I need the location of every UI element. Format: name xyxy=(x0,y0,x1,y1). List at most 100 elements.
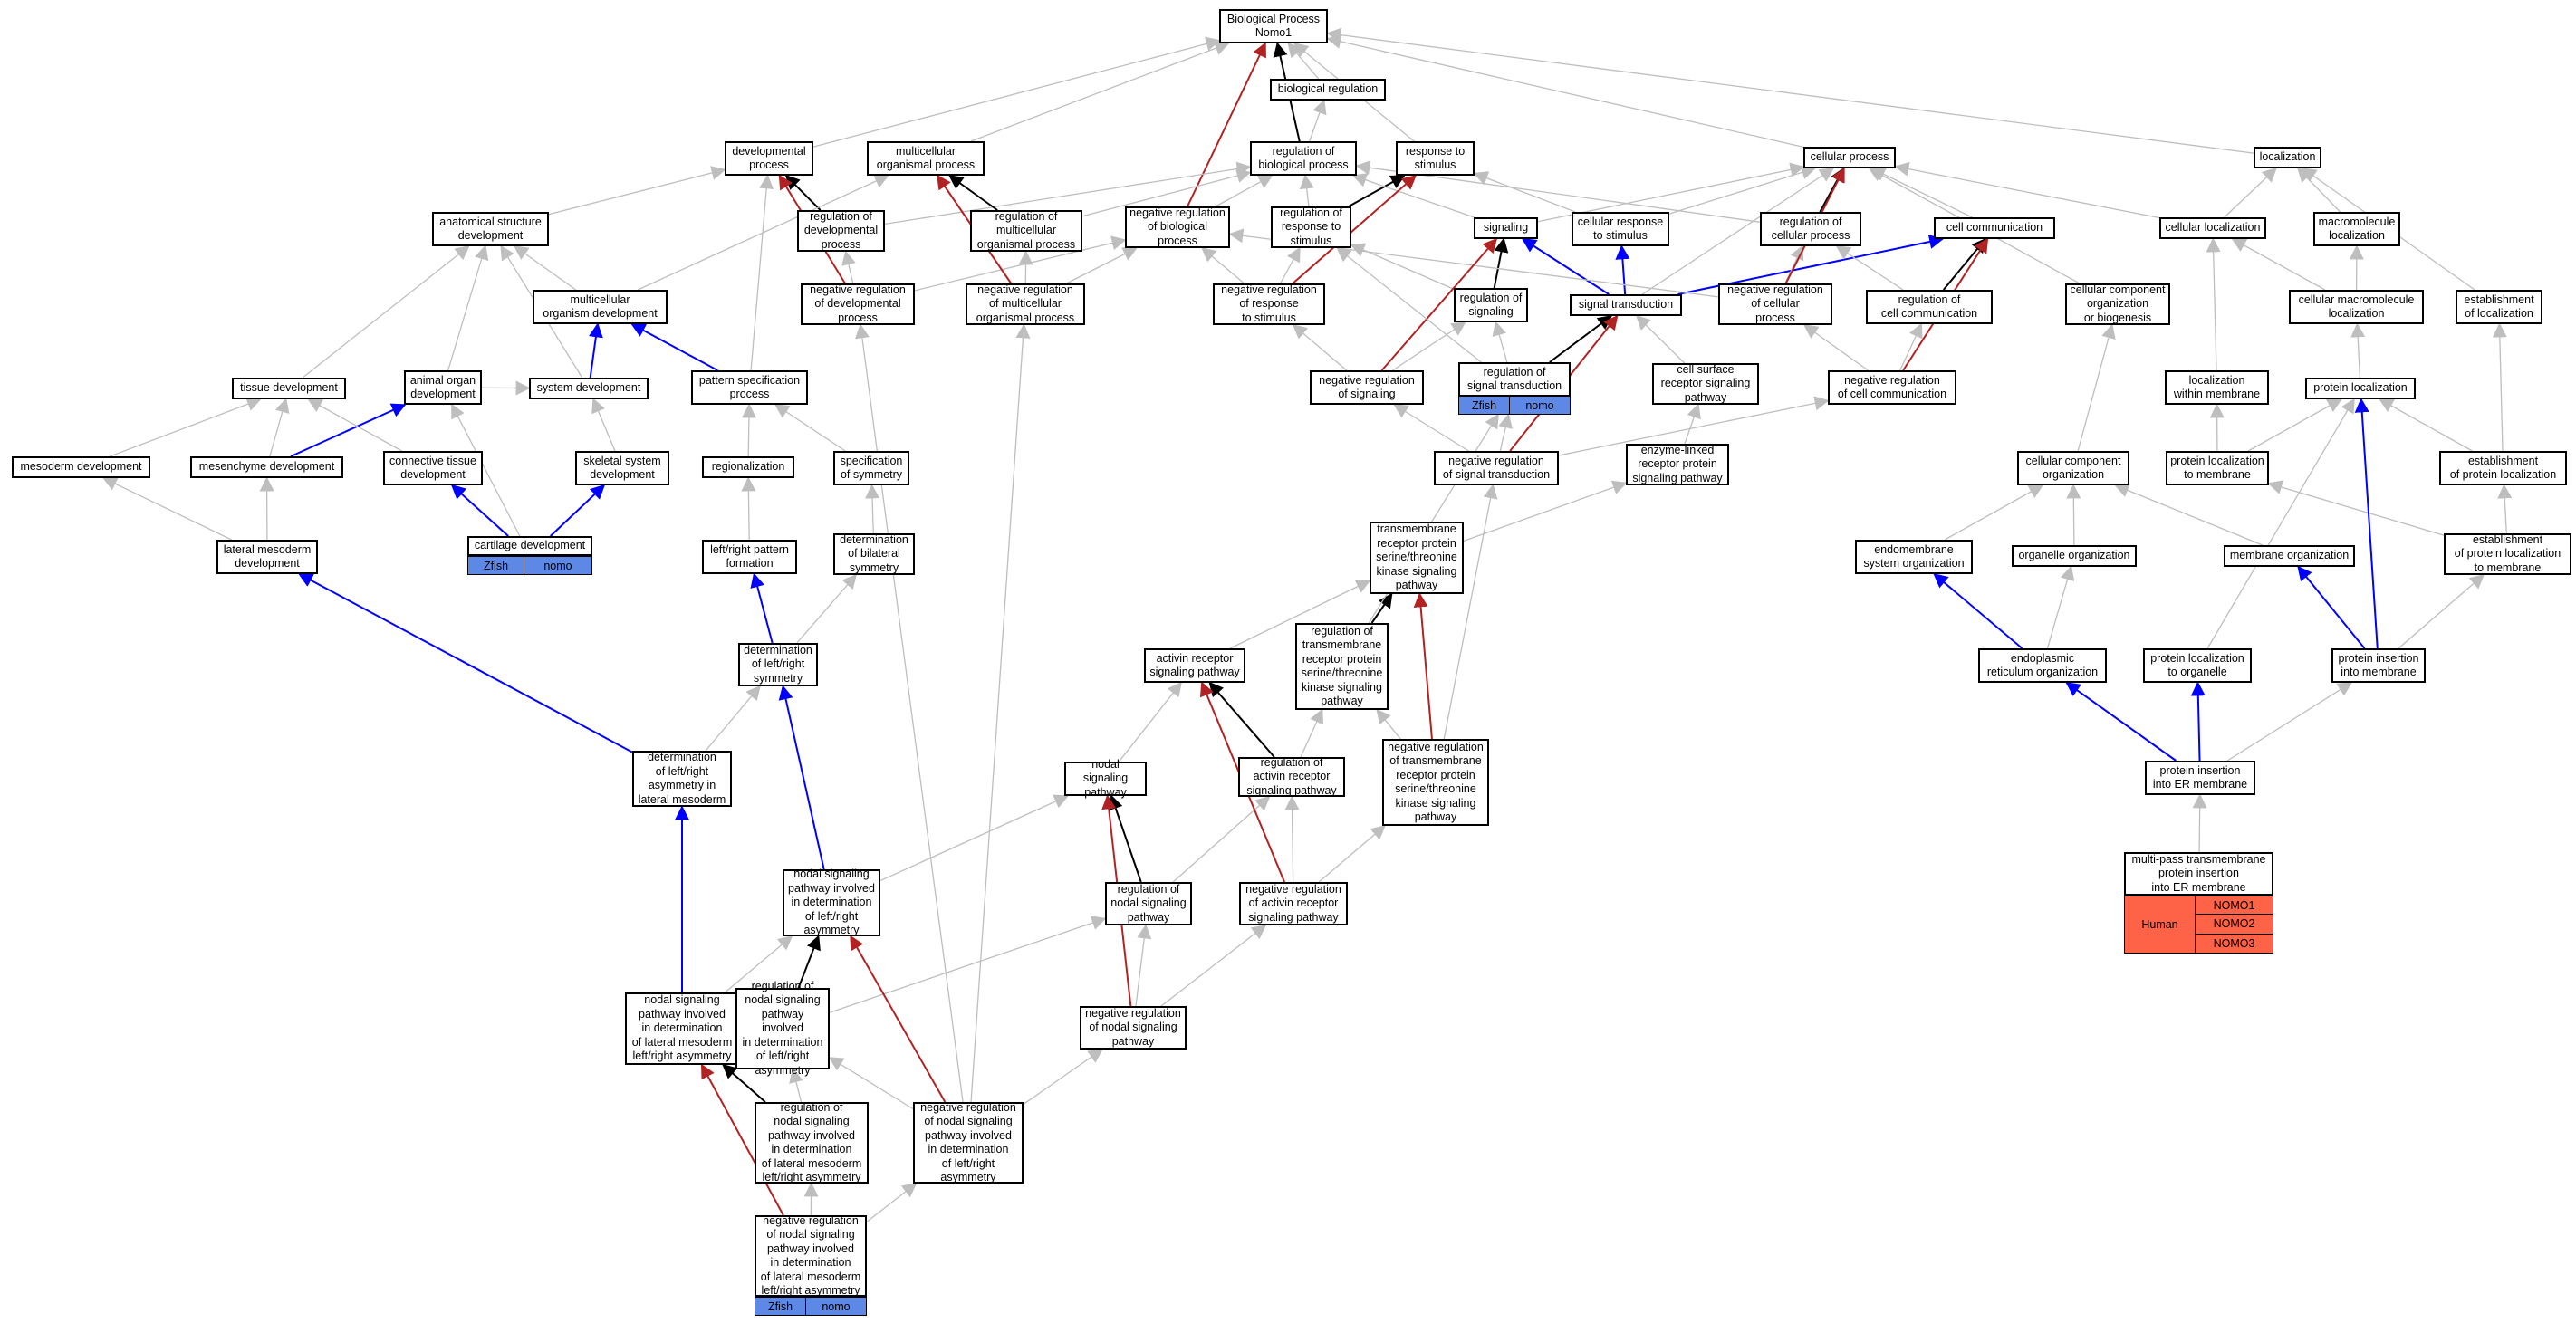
go-term-localization[interactable]: localization xyxy=(2254,147,2321,168)
edge-positively-regulates xyxy=(1615,244,1630,295)
go-term-endomem[interactable]: endomembrane system organization xyxy=(1855,540,1973,574)
go-term-signaling[interactable]: signaling xyxy=(1474,217,1538,239)
go-term-organelleorg[interactable]: organelle organization xyxy=(2012,545,2137,567)
go-term-protloc[interactable]: protein localization xyxy=(2305,378,2416,399)
go-term-skeletal[interactable]: skeletal system development xyxy=(575,451,669,485)
go-term-memorg[interactable]: membrane organization xyxy=(2224,545,2355,567)
go-term-regresp[interactable]: regulation of response to stimulus xyxy=(1271,206,1351,248)
go-term-detlr[interactable]: determination of left/right symmetry xyxy=(738,643,818,686)
go-term-cellmacroloc[interactable]: cellular macromolecule localization xyxy=(2289,290,2424,324)
go-term-ccorgbio[interactable]: cellular component organization or bioge… xyxy=(2065,283,2170,325)
go-term-negregtmrsk[interactable]: negative regulation of transmembrane rec… xyxy=(1382,739,1489,826)
go-term-negregsig[interactable]: negative regulation of signaling xyxy=(1310,370,1424,405)
edge-is-a xyxy=(1280,246,1301,284)
edge-is-a xyxy=(451,403,521,537)
go-term-cellcomm[interactable]: cell communication xyxy=(1934,217,2055,239)
go-term-regdev[interactable]: regulation of developmental process xyxy=(797,210,885,252)
edge-is-a xyxy=(1326,27,2254,154)
go-term-negregresp[interactable]: negative regulation of response to stimu… xyxy=(1213,283,1325,325)
go-term-protinser[interactable]: protein insertion into ER membrane xyxy=(2145,761,2255,795)
go-term-negregmulti[interactable]: negative regulation of multicellular org… xyxy=(966,283,1085,325)
go-term-mesenchdev[interactable]: mesenchyme development xyxy=(190,456,343,478)
go-term-establoc[interactable]: establishment of localization xyxy=(2456,290,2542,324)
go-term-protlocorg[interactable]: protein localization to organelle xyxy=(2143,648,2252,683)
go-term-anatdev[interactable]: anatomical structure development xyxy=(432,212,549,246)
edge-is-a xyxy=(2206,398,2355,649)
go-term-negregcellcomm[interactable]: negative regulation of cell communicatio… xyxy=(1828,370,1956,405)
gene-cell[interactable]: NOMO1 xyxy=(2195,896,2273,916)
go-term-tmrskpath[interactable]: transmembrane receptor protein serine/th… xyxy=(1370,522,1464,594)
go-term-regnodaldetlr[interactable]: regulation of nodal signaling pathway in… xyxy=(735,980,830,1077)
go-term-negregnodal[interactable]: negative regulation of nodal signaling p… xyxy=(1080,1006,1187,1050)
go-term-multidev[interactable]: multicellular organism development xyxy=(533,290,668,324)
gene-cell[interactable]: nomo xyxy=(805,1297,867,1316)
go-term-detlrlat[interactable]: determination of left/right asymmetry in… xyxy=(632,751,732,807)
go-term-ccorg[interactable]: cellular component organization xyxy=(2017,451,2129,485)
edge-is-a xyxy=(1392,321,1466,371)
gene-cell[interactable]: nomo xyxy=(524,556,592,575)
go-term-regnodal[interactable]: regulation of nodal signaling pathway xyxy=(1105,882,1192,925)
go-term-regsig[interactable]: regulation of signaling xyxy=(1454,288,1528,322)
go-term-specsym[interactable]: specification of symmetry xyxy=(833,451,909,485)
go-term-protins[interactable]: protein insertion into membrane xyxy=(2331,648,2426,683)
go-term-negregnodallatmeso[interactable]: negative regulation of nodal signaling p… xyxy=(755,1214,867,1297)
go-term-regtmrsk[interactable]: regulation of transmembrane receptor pro… xyxy=(1295,623,1389,710)
go-term-bioreg[interactable]: biological regulation xyxy=(1270,79,1386,101)
go-term-negregdev[interactable]: negative regulation of developmental pro… xyxy=(801,283,915,325)
go-term-estabprotlocmem[interactable]: establishment of protein localization to… xyxy=(2444,533,2571,575)
edge-positively-regulates xyxy=(1933,572,2023,649)
go-term-macroloc[interactable]: macromolecule localization xyxy=(2313,212,2400,246)
go-term-tissuedev[interactable]: tissue development xyxy=(232,378,346,399)
go-term-nodal[interactable]: nodal signaling pathway xyxy=(1064,758,1147,799)
go-term-locmem[interactable]: localization within membrane xyxy=(2165,370,2269,405)
go-term-csrsp[interactable]: cell surface receptor signaling pathway xyxy=(1652,363,1759,405)
go-term-enzlinked[interactable]: enzyme-linked receptor protein signaling… xyxy=(1626,444,1729,485)
go-term-cartdev[interactable]: cartilage development xyxy=(467,536,592,556)
go-term-nodaldetlr[interactable]: nodal signaling pathway involved in dete… xyxy=(783,868,880,936)
go-term-negregcell[interactable]: negative regulation of cellular process xyxy=(1718,283,1832,325)
go-term-sysdev[interactable]: system development xyxy=(529,378,649,399)
edge-is-a xyxy=(2350,322,2366,379)
gene-cell[interactable]: NOMO3 xyxy=(2195,933,2273,954)
go-term-respstim[interactable]: response to stimulus xyxy=(1396,141,1475,176)
go-term-devproc[interactable]: developmental process xyxy=(725,141,813,176)
go-term-nodallatmeso[interactable]: nodal signaling pathway involved in dete… xyxy=(625,992,739,1065)
edge-is-a xyxy=(1300,708,1323,758)
go-term-cellresp[interactable]: cellular response to stimulus xyxy=(1572,212,1669,246)
go-term-organdev[interactable]: animal organ development xyxy=(404,370,482,405)
edge-is-a xyxy=(1318,824,1386,883)
go-term-sigtrans[interactable]: signal transduction xyxy=(1570,294,1682,316)
edge-positively-regulates xyxy=(298,573,633,753)
go-term-estabprotloc[interactable]: establishment of protein localization xyxy=(2439,451,2567,485)
go-term-latmeso[interactable]: lateral mesoderm development xyxy=(216,540,318,574)
go-term-mesodev[interactable]: mesoderm development xyxy=(12,456,150,478)
edge-positively-regulates xyxy=(778,685,825,870)
edge-positively-regulates xyxy=(588,322,603,379)
go-term-regcellcomm[interactable]: regulation of cell communication xyxy=(1866,290,1993,324)
go-term-er-org[interactable]: endoplasmic reticulum organization xyxy=(1978,648,2107,683)
go-term-detbilat[interactable]: determination of bilateral symmetry xyxy=(833,533,915,575)
go-term-regactivin[interactable]: regulation of activin receptor signaling… xyxy=(1238,756,1345,797)
go-term-negregsigtrans[interactable]: negative regulation of signal transducti… xyxy=(1434,451,1559,485)
go-term-negregnodaldetlr[interactable]: negative regulation of nodal signaling p… xyxy=(913,1101,1024,1184)
go-term-multipass[interactable]: multi-pass transmembrane protein inserti… xyxy=(2124,852,2273,896)
go-term-patspec[interactable]: pattern specification process xyxy=(691,370,808,405)
go-term-regsigtrans[interactable]: regulation of signal transduction xyxy=(1458,362,1571,397)
gene-cell[interactable]: nomo xyxy=(1509,396,1571,415)
go-term-regmulti[interactable]: regulation of multicellular organismal p… xyxy=(970,210,1082,252)
go-term-activin[interactable]: activin receptor signaling pathway xyxy=(1144,648,1245,683)
go-term-negregbio[interactable]: negative regulation of biological proces… xyxy=(1125,206,1230,248)
go-term-negregactivin[interactable]: negative regulation of activin receptor … xyxy=(1239,882,1348,925)
go-term-multiproc[interactable]: multicellular organismal process xyxy=(867,141,985,176)
go-term-cellproc[interactable]: cellular process xyxy=(1803,147,1896,168)
go-term-regcell[interactable]: regulation of cellular process xyxy=(1760,212,1861,246)
go-term-regionalization[interactable]: regionalization xyxy=(702,456,794,478)
go-term-regbio[interactable]: regulation of biological process xyxy=(1250,141,1357,176)
gene-cell[interactable]: NOMO2 xyxy=(2195,914,2273,935)
go-term-conntissue[interactable]: connective tissue development xyxy=(383,451,483,485)
go-term-regnodallatmeso[interactable]: regulation of nodal signaling pathway in… xyxy=(755,1101,869,1184)
go-term-protlocmem[interactable]: protein localization to membrane xyxy=(2166,451,2269,485)
go-term-cellloc[interactable]: cellular localization xyxy=(2159,217,2266,239)
go-term-lrpattern[interactable]: left/right pattern formation xyxy=(702,540,797,574)
go-term-bp[interactable]: Biological Process Nomo1 xyxy=(1219,9,1328,43)
